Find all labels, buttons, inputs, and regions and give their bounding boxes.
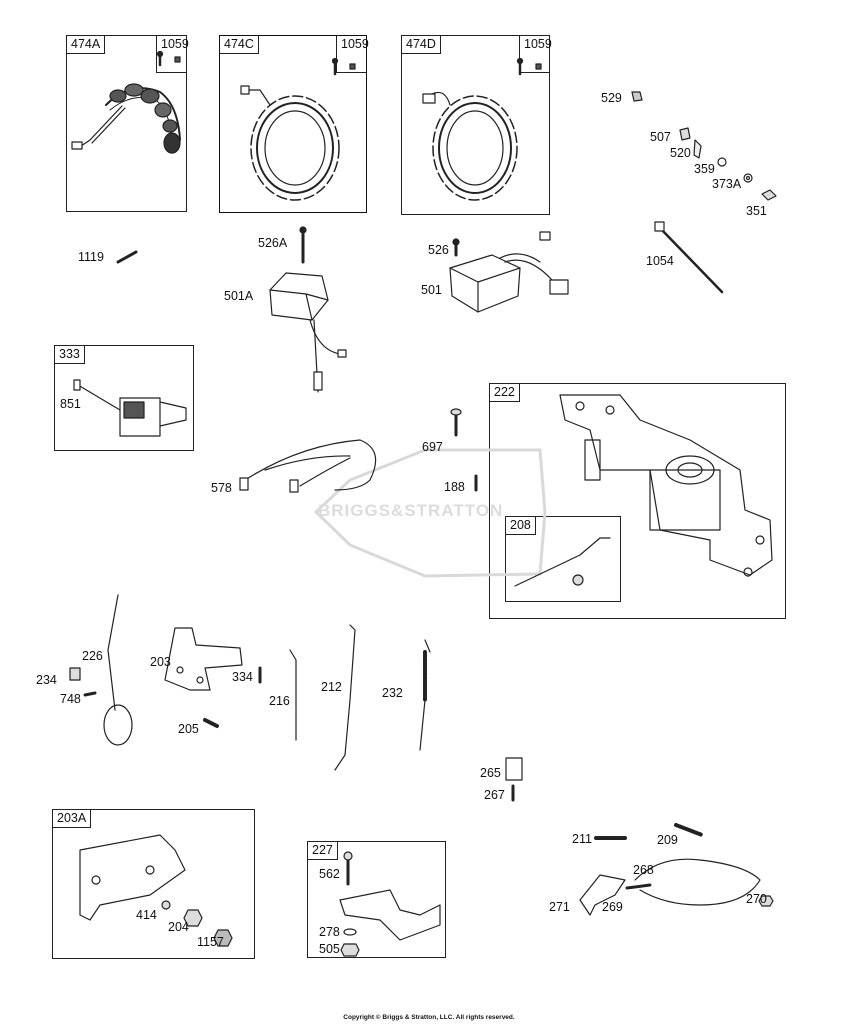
label-232: 232 xyxy=(382,686,403,700)
label-278: 278 xyxy=(319,925,340,939)
hardware-529-351 xyxy=(631,91,777,201)
label-501A: 501A xyxy=(224,289,254,303)
spring-209 xyxy=(674,823,704,837)
box-title: 222 xyxy=(490,384,520,402)
alternator-segment-474a xyxy=(71,83,181,154)
label-270: 270 xyxy=(746,892,767,906)
label-520: 520 xyxy=(670,146,691,160)
box-203A: 203A xyxy=(52,809,255,959)
ignition-coil-333 xyxy=(73,379,187,437)
box-208: 208 xyxy=(505,516,621,602)
label-226: 226 xyxy=(82,649,103,663)
label-529: 529 xyxy=(601,91,622,105)
box-title: 227 xyxy=(308,842,338,860)
label-216: 216 xyxy=(269,694,290,708)
label-507: 507 xyxy=(650,130,671,144)
label-562: 562 xyxy=(319,867,340,881)
label-359: 359 xyxy=(694,162,715,176)
label-334: 334 xyxy=(232,670,253,684)
watermark-text: BRIGGS&STRATTON xyxy=(318,501,504,520)
box-subtitle: 1059 xyxy=(519,36,552,73)
box-474C: 474C 1059 xyxy=(219,35,369,213)
cable-268 xyxy=(579,858,774,916)
copyright-notice: Copyright © Briggs & Stratton, LLC. All … xyxy=(343,1014,515,1021)
label-697: 697 xyxy=(422,440,443,454)
box-474A: 474A 1059 xyxy=(66,35,189,212)
box-title: 203A xyxy=(53,810,92,828)
box-title: 333 xyxy=(55,346,85,364)
bracket-227 xyxy=(339,851,441,957)
label-212: 212 xyxy=(321,680,342,694)
spring-232 xyxy=(419,639,431,751)
alternator-ring-474d xyxy=(422,91,518,201)
bracket-203a xyxy=(79,834,233,947)
box-474D: 474D 1059 xyxy=(401,35,552,215)
label-526A: 526A xyxy=(258,236,288,250)
label-373A: 373A xyxy=(712,177,742,191)
label-748: 748 xyxy=(60,692,81,706)
cable-tie-1054 xyxy=(658,226,724,294)
label-501: 501 xyxy=(421,283,442,297)
label-209: 209 xyxy=(657,833,678,847)
box-title: 474A xyxy=(67,36,106,54)
label-234: 234 xyxy=(36,673,57,687)
screw-697 xyxy=(450,408,462,437)
label-188: 188 xyxy=(444,480,465,494)
label-1157: 1157 xyxy=(197,935,224,949)
rod-216 xyxy=(289,649,297,741)
box-333: 333 xyxy=(54,345,194,451)
box-title: 474C xyxy=(220,36,259,54)
screw-205 xyxy=(203,718,219,728)
label-203: 203 xyxy=(150,655,171,669)
bracket-203 xyxy=(164,627,243,691)
box-subtitle: 1059 xyxy=(336,36,369,73)
wire-harness-578 xyxy=(239,439,377,493)
label-505: 505 xyxy=(319,942,340,956)
box-title: 208 xyxy=(506,517,536,535)
rod-212 xyxy=(334,624,356,771)
label-269: 269 xyxy=(602,900,623,914)
label-265: 265 xyxy=(480,766,501,780)
block-265 xyxy=(505,757,523,781)
label-1119: 1119 xyxy=(78,250,104,264)
link-226 xyxy=(69,594,133,746)
box-title: 474D xyxy=(402,36,441,54)
bracket-222 xyxy=(559,394,773,577)
label-351: 351 xyxy=(746,204,767,218)
label-414: 414 xyxy=(136,908,157,922)
label-211: 211 xyxy=(572,832,592,846)
box-222: 222 xyxy=(489,383,786,619)
screw-1059-icons xyxy=(156,50,542,76)
label-267: 267 xyxy=(484,788,505,802)
label-578: 578 xyxy=(211,481,232,495)
regulator-501 xyxy=(449,231,569,313)
label-851: 851 xyxy=(60,397,81,411)
module-501a xyxy=(269,226,347,393)
label-526: 526 xyxy=(428,243,449,257)
label-204: 204 xyxy=(168,920,189,934)
label-1054: 1054 xyxy=(646,254,674,268)
alternator-ring-474c xyxy=(240,85,340,201)
label-271: 271 xyxy=(549,900,570,914)
rod-208 xyxy=(514,537,611,587)
label-268: 268 xyxy=(633,863,654,877)
box-227: 227 xyxy=(307,841,446,958)
bolt-1119 xyxy=(116,250,138,264)
label-205: 205 xyxy=(178,722,199,736)
